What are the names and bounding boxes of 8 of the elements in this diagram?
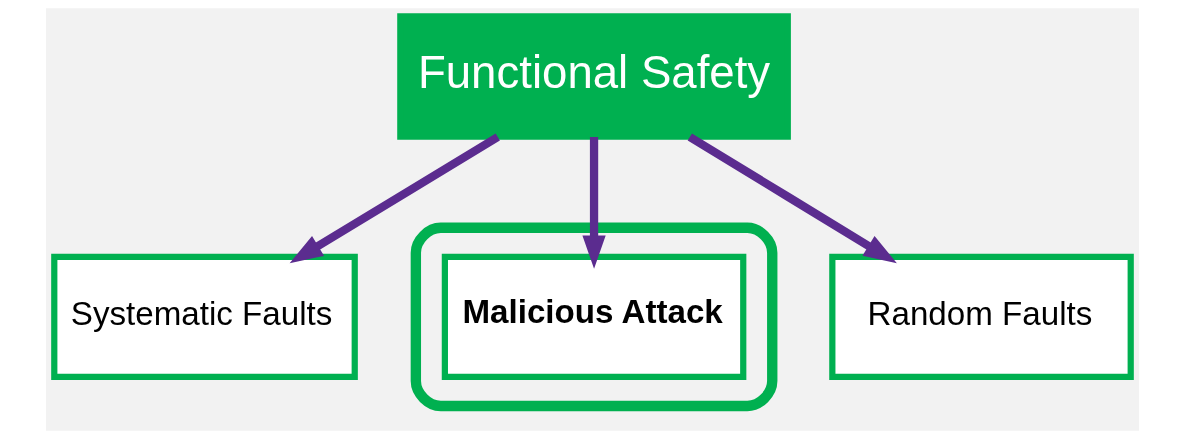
node-box: Systematic Faults	[50, 253, 358, 381]
arrow	[581, 137, 606, 269]
node-box: Malicious Attack	[441, 253, 746, 381]
cluster	[410, 222, 777, 412]
arrow	[289, 133, 500, 264]
node-box: Functional Safety	[396, 13, 791, 140]
node-box: Random Faults	[828, 253, 1134, 381]
arrow	[687, 133, 897, 264]
